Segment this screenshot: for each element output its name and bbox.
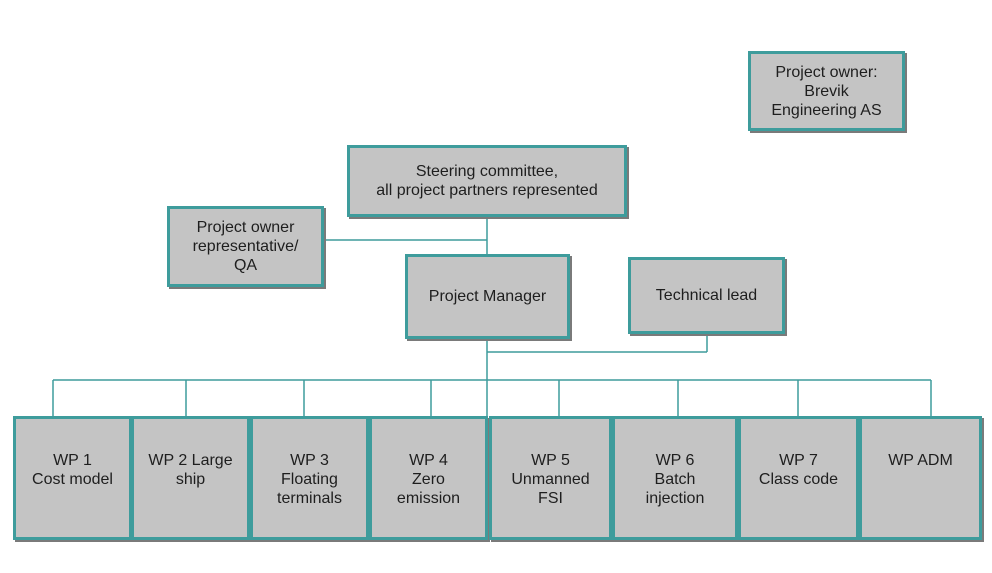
wp-7-box: WP 7 Class code [738,416,859,540]
owner-representative-label: Project owner representative/ QA [192,219,299,274]
wp-3-label: WP 3 Floating terminals [277,452,342,507]
wp-7-label: WP 7 Class code [758,452,839,488]
wp-adm-label: WP ADM [888,452,953,469]
project-manager-label: Project Manager [428,288,547,305]
owner-representative-box: Project owner representative/ QA [167,206,324,287]
project-manager-box: Project Manager [405,254,570,339]
technical-lead-label: Technical lead [655,287,758,304]
wp-5-box: WP 5 Unmanned FSI [489,416,612,540]
wp-3-box: WP 3 Floating terminals [250,416,369,540]
wp-1-box: WP 1 Cost model [13,416,132,540]
steering-committee-label: Steering committee, all project partners… [376,163,598,199]
technical-lead-box: Technical lead [628,257,785,334]
project-owner-box: Project owner: Brevik Engineering AS [748,51,905,131]
wp-6-label: WP 6 Batch injection [645,452,705,507]
steering-committee-box: Steering committee, all project partners… [347,145,627,217]
project-owner-label: Project owner: Brevik Engineering AS [771,63,882,119]
wp-2-box: WP 2 Large ship [131,416,250,540]
wp-4-box: WP 4 Zero emission [369,416,488,540]
wp-adm-box: WP ADM [859,416,982,540]
wp-4-label: WP 4 Zero emission [396,452,461,507]
wp-2-label: WP 2 Large ship [148,452,233,488]
wp-5-label: WP 5 Unmanned FSI [511,452,590,507]
wp-6-box: WP 6 Batch injection [612,416,738,540]
wp-1-label: WP 1 Cost model [32,452,113,488]
